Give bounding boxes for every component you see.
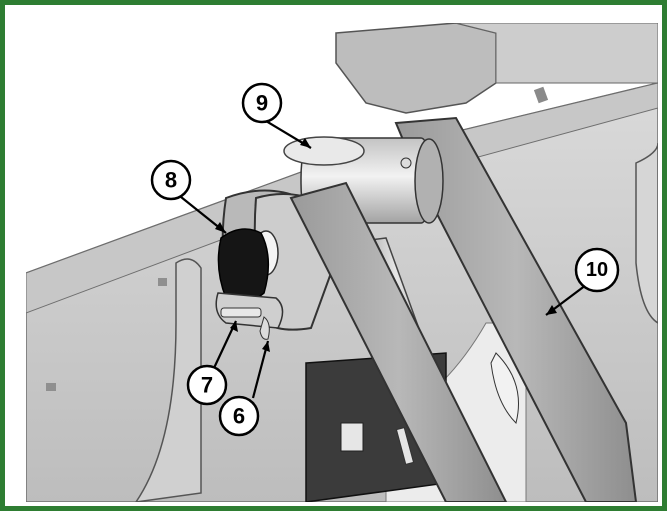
left-upright (135, 258, 202, 502)
deck-mark (46, 383, 56, 391)
leader-10-arrow (546, 305, 557, 315)
left-arm (289, 181, 508, 502)
tube-end (414, 138, 444, 224)
illustration-area: 9 8 7 6 10 (26, 23, 658, 502)
callout-8: 8 (150, 159, 192, 201)
mechanical-illustration: 9 8 7 6 10 (26, 23, 658, 502)
callout-6: 6 (218, 395, 260, 437)
slot-mark (533, 86, 549, 104)
cotter-pin (259, 316, 270, 340)
pin-cap (217, 228, 270, 303)
collar-ring (283, 136, 365, 166)
callout-7-label: 7 (201, 373, 213, 398)
callout-9: 9 (241, 82, 283, 124)
mount-label (340, 422, 364, 452)
arm-slot (490, 352, 519, 424)
retaining-pin (220, 307, 262, 318)
rear-panel (455, 23, 658, 84)
leader-7-arrow (230, 321, 238, 332)
callout-8-label: 8 (165, 168, 177, 193)
callout-10-label: 10 (586, 259, 608, 281)
leader-8-arrow (215, 222, 226, 233)
leader-6 (251, 340, 270, 399)
grease-fitting (400, 157, 412, 169)
leader-6-arrow (262, 341, 270, 352)
callout-9-label: 9 (256, 91, 268, 116)
leader-9-arrow (300, 138, 311, 148)
right-upright (635, 142, 658, 324)
callout-7: 7 (186, 364, 228, 406)
callout-10: 10 (574, 247, 620, 293)
callout-6-label: 6 (233, 404, 245, 429)
deck-mark (158, 278, 167, 286)
arm-slot (395, 426, 415, 466)
